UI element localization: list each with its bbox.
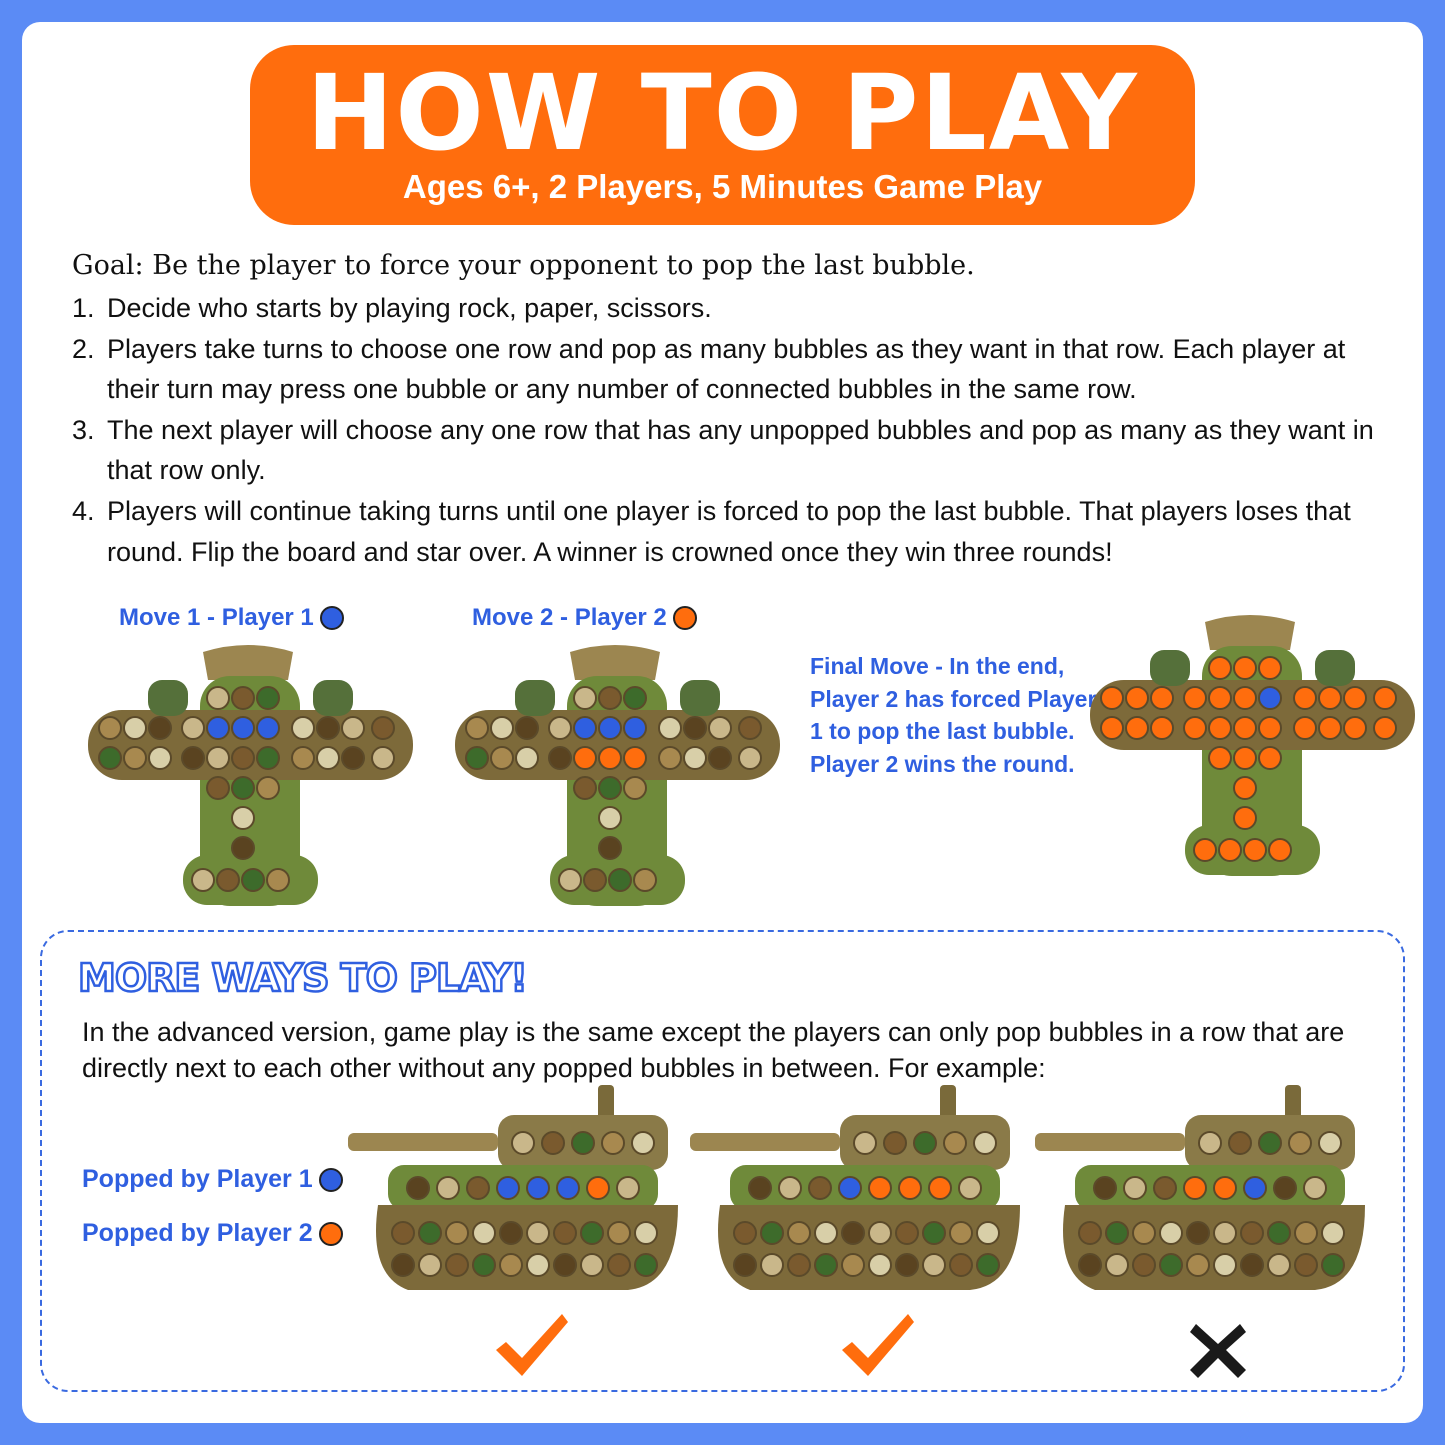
title-banner: HOW TO PLAY Ages 6+, 2 Players, 5 Minute…	[250, 45, 1195, 225]
checkmark-icon	[842, 1314, 914, 1376]
player2-dot-icon	[318, 1222, 343, 1246]
legend-player1: Popped by Player 1	[82, 1165, 343, 1194]
rule-step: 2.Players take turns to choose one row a…	[72, 333, 1346, 405]
move2-label: Move 2 - Player 2	[472, 604, 697, 632]
rules-list: 1.Decide who starts by playing rock, pap…	[72, 288, 1402, 572]
plane-board-move2	[455, 645, 780, 906]
tank-board-2	[690, 1085, 1020, 1290]
plane-board-final	[1090, 615, 1415, 876]
player1-dot-icon	[318, 1168, 343, 1192]
tank-board-1	[348, 1085, 678, 1290]
plane-board-move1	[88, 645, 413, 906]
player2-dot-icon	[672, 606, 697, 630]
advanced-section	[40, 930, 1405, 1392]
advanced-text: In the advanced version, game play is th…	[82, 1017, 1345, 1083]
page-subtitle: Ages 6+, 2 Players, 5 Minutes Game Play	[402, 168, 1043, 205]
rule-step: 3.The next player will choose any one ro…	[72, 414, 1374, 486]
rule-step: 1.Decide who starts by playing rock, pap…	[72, 293, 712, 323]
page-title: HOW TO PLAY	[306, 52, 1139, 174]
move1-label: Move 1 - Player 1	[119, 604, 344, 632]
player1-dot-icon	[319, 606, 344, 630]
rule-step: 4.Players will continue taking turns unt…	[72, 495, 1351, 567]
goal-text: Goal: Be the player to force your oppone…	[72, 250, 975, 281]
cross-icon	[1190, 1324, 1246, 1378]
checkmark-icon	[496, 1314, 568, 1376]
tank-board-3	[1035, 1085, 1365, 1290]
final-move-text: Final Move - In the end, Player 2 has fo…	[810, 653, 1097, 777]
legend-player2: Popped by Player 2	[82, 1219, 343, 1248]
advanced-title: MORE WAYS TO PLAY!	[77, 955, 529, 1002]
